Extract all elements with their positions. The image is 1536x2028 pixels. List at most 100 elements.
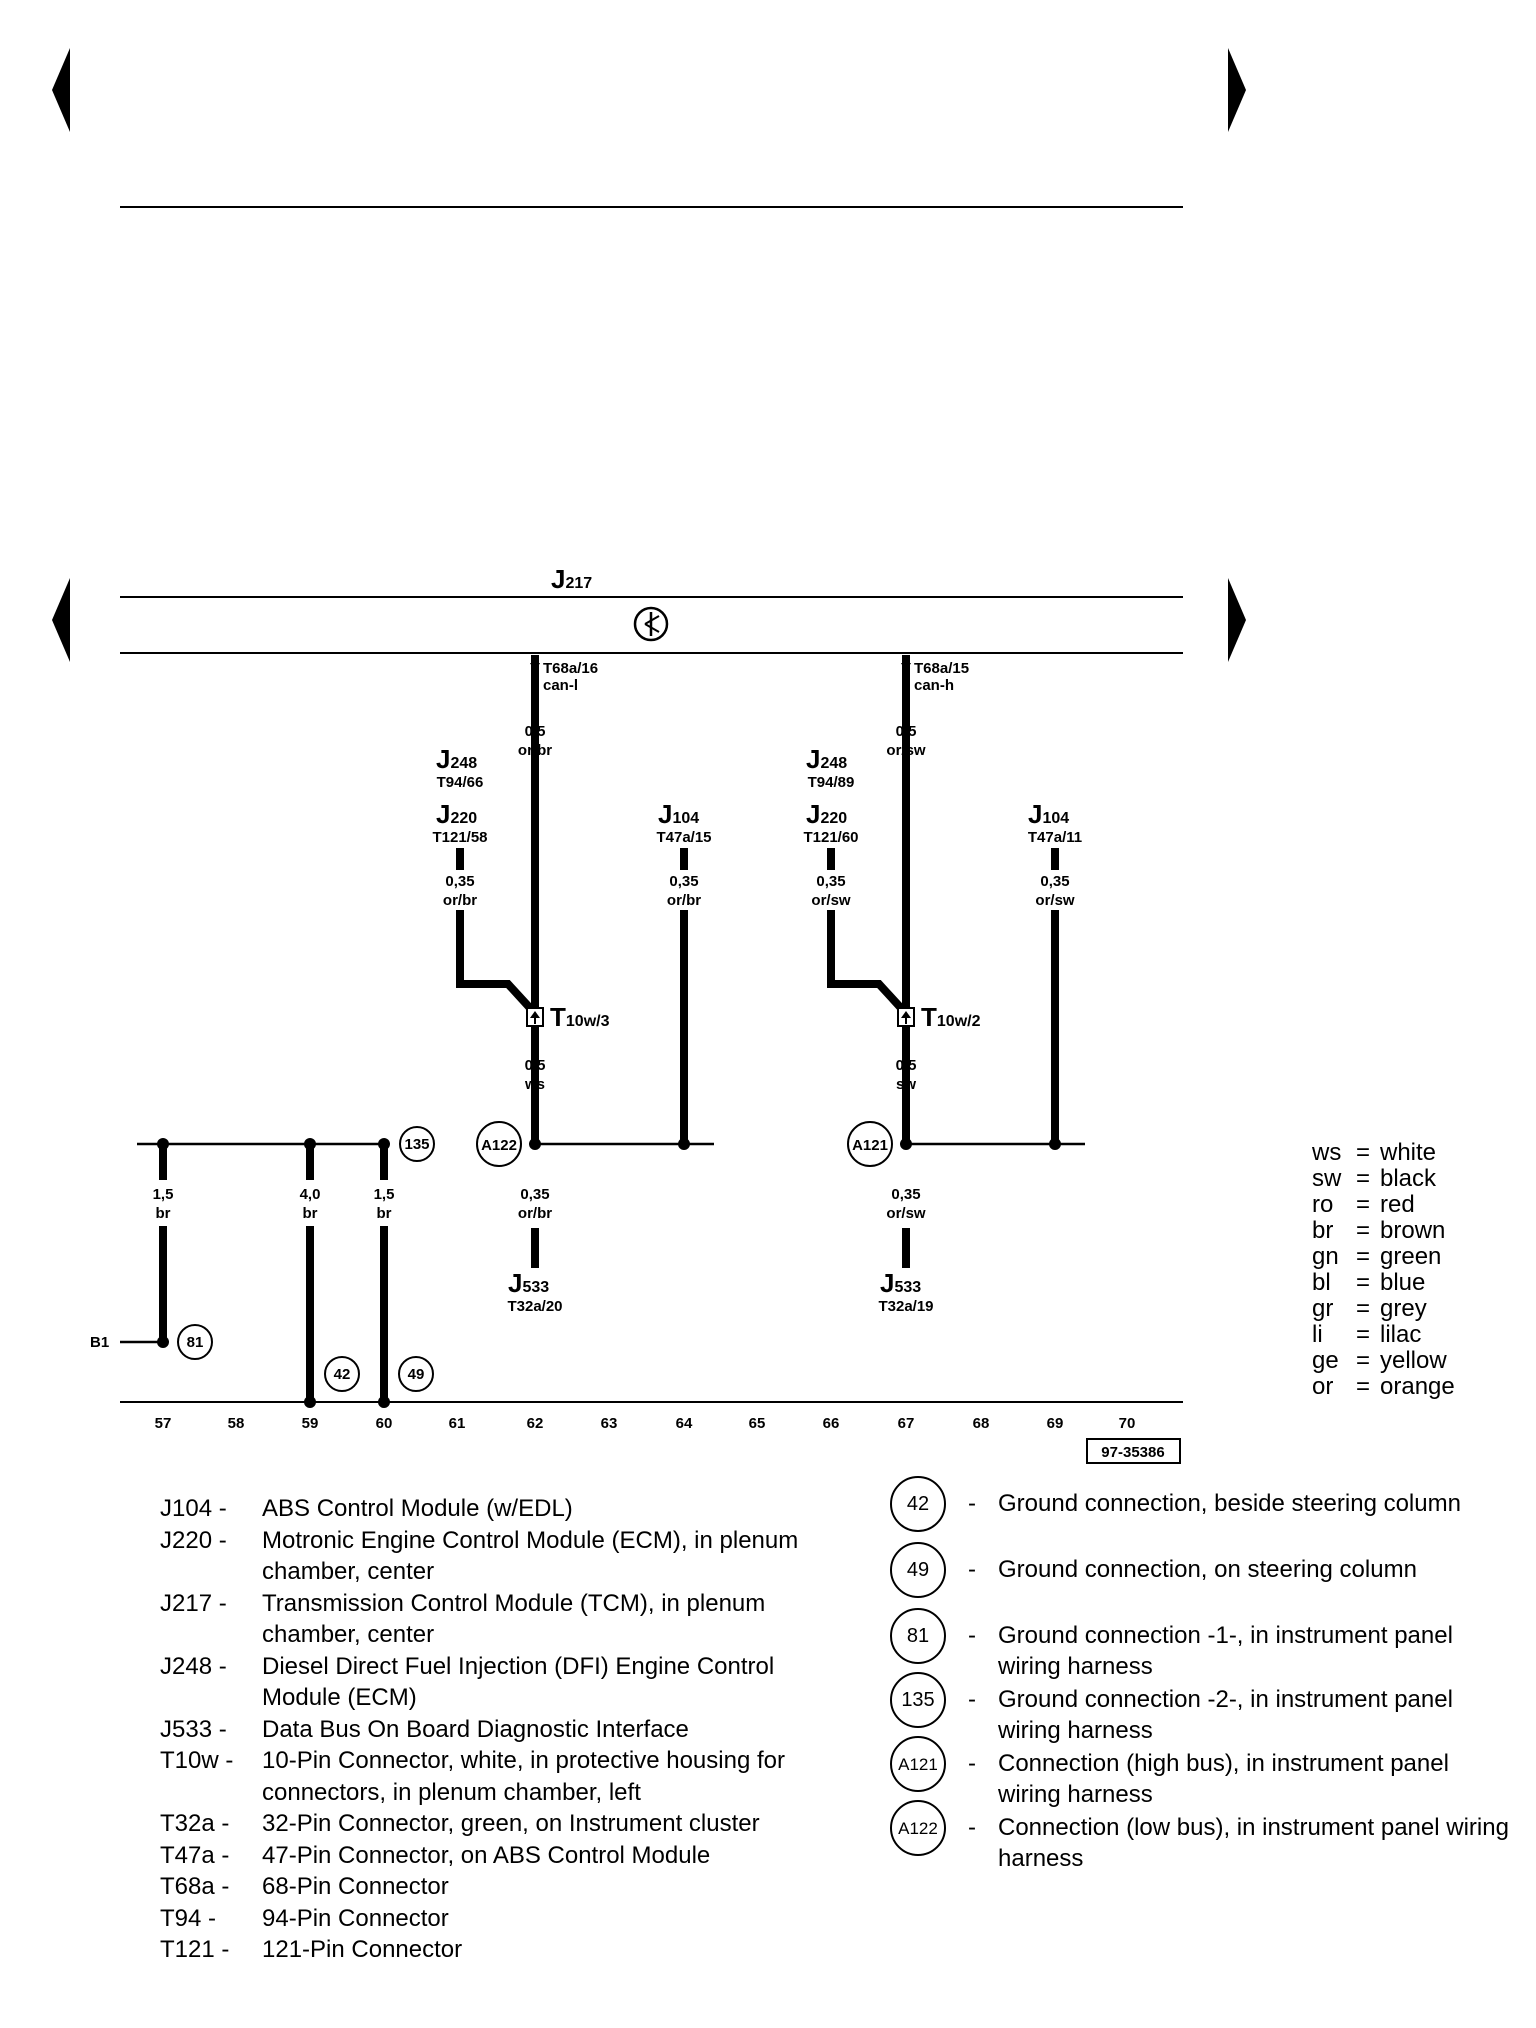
connection-item: 49 -Ground connection, on steering colum… xyxy=(890,1542,1518,1598)
svg-text:T121/60: T121/60 xyxy=(803,829,858,846)
column-number: 59 xyxy=(302,1415,319,1432)
svg-text:T94/89: T94/89 xyxy=(808,774,855,791)
reference-number: 97-35386 xyxy=(1086,1438,1181,1464)
svg-text:sw: sw xyxy=(896,1076,916,1093)
bus-connection-icon: A122 xyxy=(890,1800,946,1856)
connection-item: A121 -Connection (high bus), in instrume… xyxy=(890,1736,1518,1810)
column-number: 65 xyxy=(749,1415,766,1432)
transmission-symbol-icon xyxy=(633,606,669,642)
ground-circuit: 135 1,5 br B1 81 4,0 br 42 1,5 br 49 xyxy=(90,1126,435,1408)
svg-text:B1: B1 xyxy=(90,1334,109,1351)
color-code-row: sw=black xyxy=(1312,1165,1437,1192)
svg-text:T47a/15: T47a/15 xyxy=(656,829,711,846)
legend-item: J248 -Diesel Direct Fuel Injection (DFI)… xyxy=(160,1652,775,1712)
svg-text:T68a/16: T68a/16 xyxy=(543,660,598,677)
svg-text:or/br: or/br xyxy=(443,892,477,909)
svg-text:or/sw: or/sw xyxy=(811,892,851,909)
svg-text:T32a/20: T32a/20 xyxy=(507,1298,562,1315)
svg-text:0,35: 0,35 xyxy=(816,873,845,890)
svg-text:or/br: or/br xyxy=(667,892,701,909)
svg-text:81: 81 xyxy=(187,1334,204,1351)
column-number: 61 xyxy=(449,1415,466,1432)
svg-text:br: br xyxy=(377,1205,392,1222)
prev-page-arrow-mid[interactable] xyxy=(52,578,70,662)
column-number: 60 xyxy=(376,1415,393,1432)
svg-text:br: br xyxy=(303,1205,318,1222)
svg-text:J217: J217 xyxy=(551,564,592,594)
svg-text:135: 135 xyxy=(404,1136,429,1153)
svg-text:can-h: can-h xyxy=(914,677,954,694)
next-page-arrow-top[interactable] xyxy=(1228,48,1246,132)
color-code-row: ge=yellow xyxy=(1312,1347,1447,1374)
svg-text:can-l: can-l xyxy=(543,677,578,694)
column-number: 67 xyxy=(898,1415,915,1432)
column-number: 64 xyxy=(676,1415,693,1432)
svg-text:J104: J104 xyxy=(658,799,699,829)
svg-text:A121: A121 xyxy=(852,1137,888,1154)
color-code-row: gn=green xyxy=(1312,1243,1442,1270)
svg-text:J248: J248 xyxy=(436,744,477,774)
column-numbers: 57 58 59 60 61 62 63 64 65 66 67 68 69 7… xyxy=(155,1415,1136,1432)
svg-text:J104: J104 xyxy=(1028,799,1069,829)
color-code-row: li=lilac xyxy=(1312,1321,1422,1348)
connection-item: A122 -Connection (low bus), in instrumen… xyxy=(890,1800,1518,1874)
svg-text:0,5: 0,5 xyxy=(525,723,546,740)
svg-text:br: br xyxy=(156,1205,171,1222)
legend-item: T68a -68-Pin Connector xyxy=(160,1873,449,1900)
column-number: 70 xyxy=(1119,1415,1136,1432)
svg-text:ws: ws xyxy=(524,1076,545,1093)
svg-text:or/sw: or/sw xyxy=(1035,892,1075,909)
svg-text:1,5: 1,5 xyxy=(374,1186,395,1203)
connection-item: 42 -Ground connection, beside steering c… xyxy=(890,1476,1518,1532)
svg-text:or/sw: or/sw xyxy=(886,1205,926,1222)
svg-text:A122: A122 xyxy=(481,1137,517,1154)
svg-text:0,5: 0,5 xyxy=(896,1057,917,1074)
svg-text:J248: J248 xyxy=(806,744,847,774)
can-high-circuit: T68a/15 can-h 0,5 or/sw J248 T94/89 J220… xyxy=(803,655,1085,1315)
svg-text:4,0: 4,0 xyxy=(300,1186,321,1203)
column-number: 63 xyxy=(601,1415,618,1432)
column-number: 66 xyxy=(823,1415,840,1432)
column-number: 58 xyxy=(228,1415,245,1432)
svg-text:0,35: 0,35 xyxy=(520,1186,549,1203)
ground-connection-icon: 42 xyxy=(890,1476,946,1532)
ground-connection-icon: 135 xyxy=(890,1672,946,1728)
legend-item: T10w -10-Pin Connector, white, in protec… xyxy=(160,1747,785,1806)
svg-text:T10w/2: T10w/2 xyxy=(921,1002,981,1032)
svg-text:0,5: 0,5 xyxy=(896,723,917,740)
svg-text:T94/66: T94/66 xyxy=(437,774,484,791)
ground-connection-icon: 81 xyxy=(890,1608,946,1664)
svg-text:or/sw: or/sw xyxy=(886,742,926,759)
svg-text:1,5: 1,5 xyxy=(153,1186,174,1203)
prev-page-arrow-top[interactable] xyxy=(52,48,70,132)
can-low-circuit: T68a/16 can-l 0,5 or/br J248 T94/66 J220… xyxy=(432,655,714,1315)
svg-text:or/br: or/br xyxy=(518,742,552,759)
t10w-connector-icon xyxy=(897,1007,915,1027)
svg-text:J533: J533 xyxy=(508,1268,549,1298)
column-number: 57 xyxy=(155,1415,172,1432)
svg-text:42: 42 xyxy=(334,1366,351,1383)
column-number: 69 xyxy=(1047,1415,1064,1432)
column-number: 62 xyxy=(527,1415,544,1432)
connection-item: 135 -Ground connection -2-, in instrumen… xyxy=(890,1672,1518,1746)
legend-item: J220 -Motronic Engine Control Module (EC… xyxy=(160,1526,799,1586)
svg-text:0,35: 0,35 xyxy=(445,873,474,890)
svg-text:T32a/19: T32a/19 xyxy=(878,1298,933,1315)
wiring-diagram: J217 T68a/16 can-l 0,5 or/br J248 T94/66… xyxy=(52,48,1246,1464)
svg-text:J220: J220 xyxy=(436,799,477,829)
next-page-arrow-mid[interactable] xyxy=(1228,578,1246,662)
legend-item: T94 -94-Pin Connector xyxy=(160,1904,449,1932)
svg-text:0,35: 0,35 xyxy=(891,1186,920,1203)
legend-item: T32a -32-Pin Connector, green, on Instru… xyxy=(160,1810,760,1837)
svg-text:J533: J533 xyxy=(880,1268,921,1298)
t10w-connector-icon xyxy=(526,1007,544,1027)
ground-connection-icon: 49 xyxy=(890,1542,946,1598)
svg-text:or/br: or/br xyxy=(518,1205,552,1222)
svg-text:T10w/3: T10w/3 xyxy=(550,1002,610,1032)
legend-item: J104 -ABS Control Module (w/EDL) xyxy=(160,1495,573,1522)
color-code-row: bl=blue xyxy=(1312,1269,1426,1296)
j217-module: J217 xyxy=(120,564,1183,654)
legend-item: T121 -121-Pin Connector xyxy=(160,1936,463,1963)
legend-item: J533 -Data Bus On Board Diagnostic Inter… xyxy=(160,1715,689,1743)
svg-text:J220: J220 xyxy=(806,799,847,829)
